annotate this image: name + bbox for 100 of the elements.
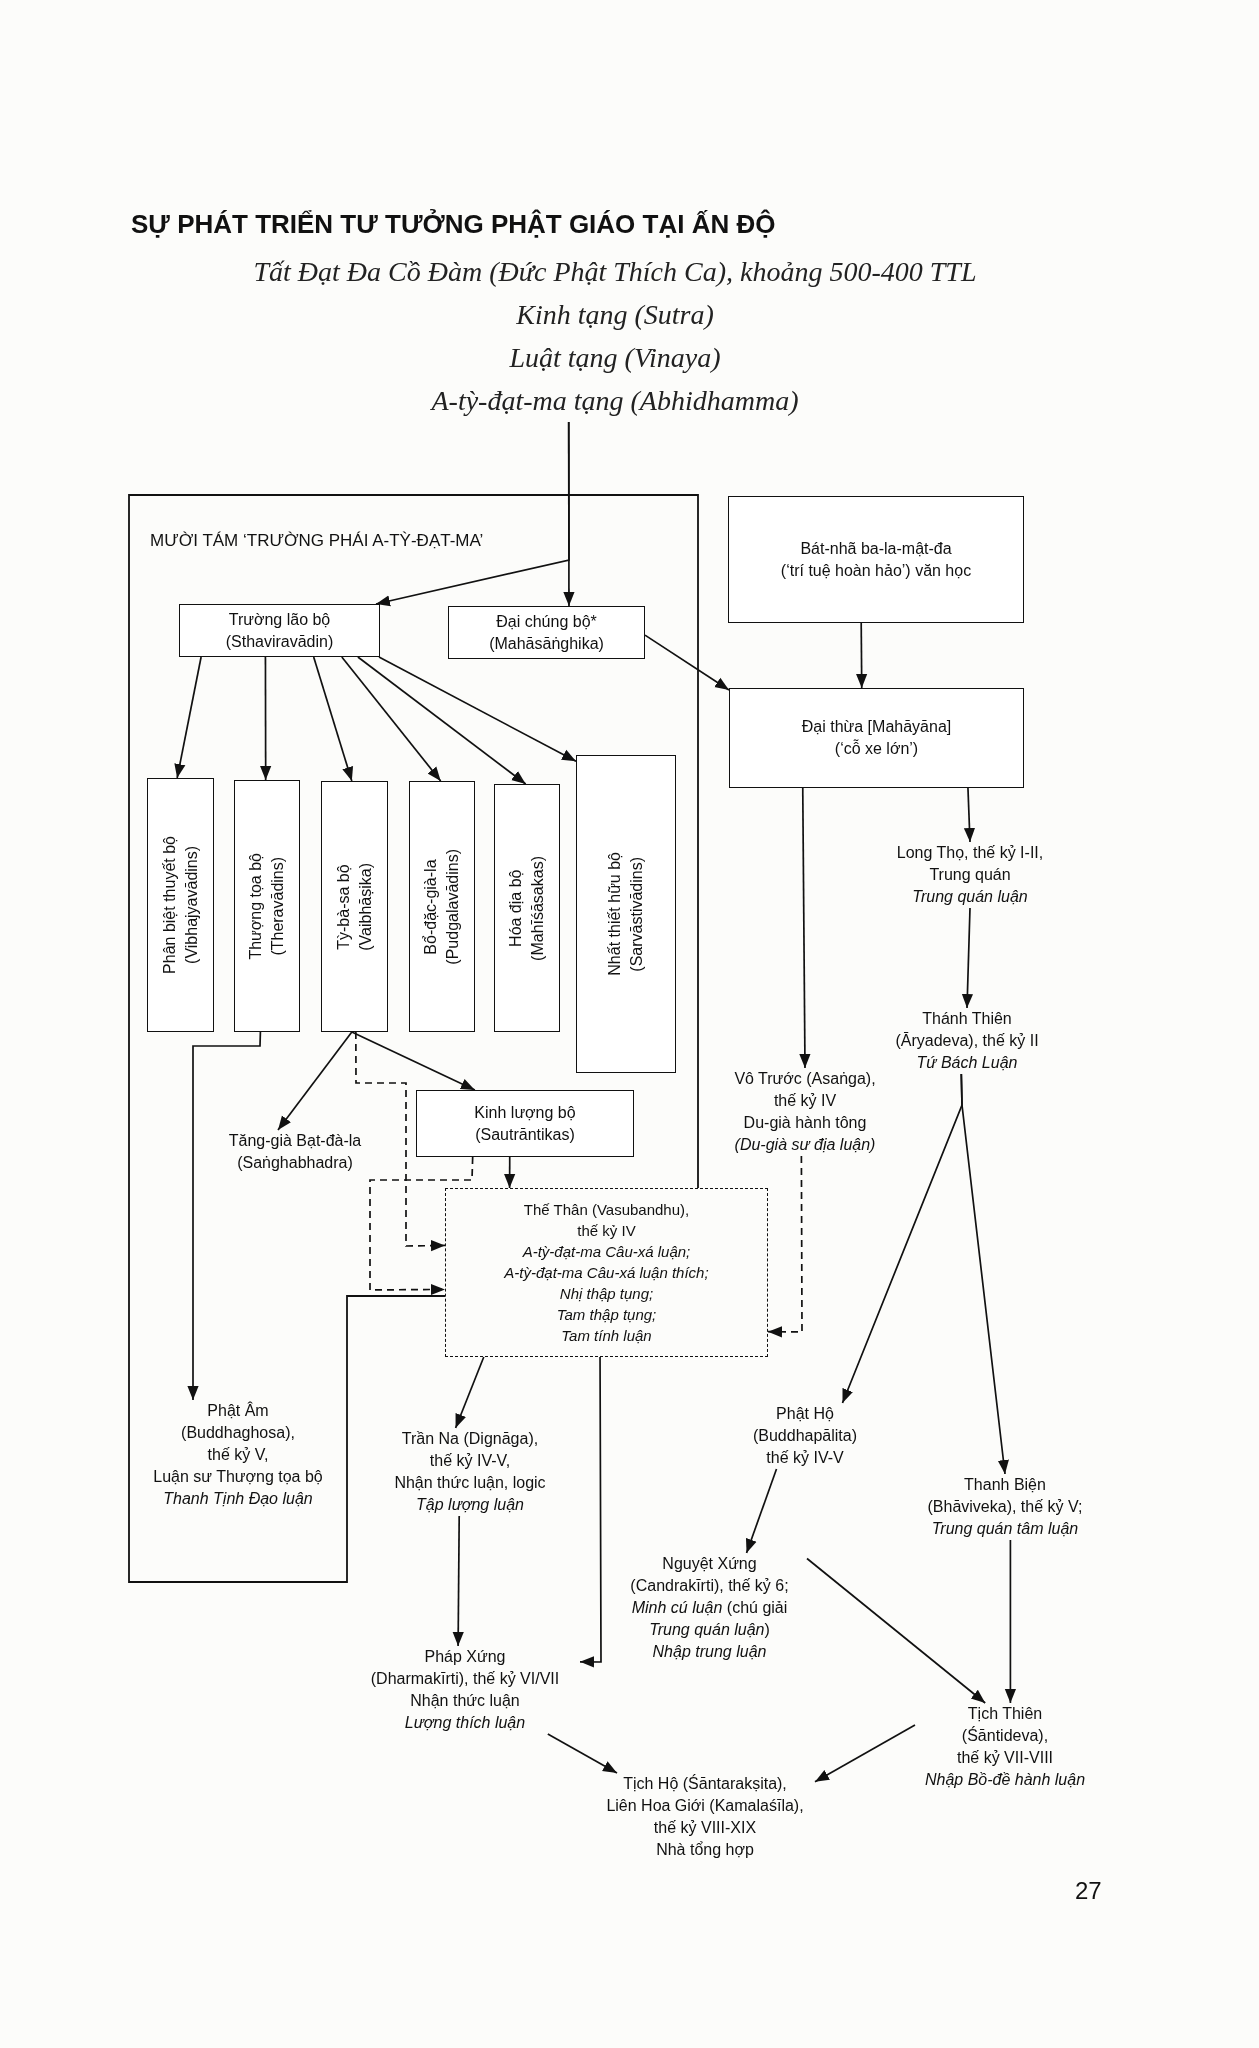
arrow [277, 1031, 353, 1131]
school-box [729, 688, 1024, 788]
arrow [745, 1468, 778, 1554]
node-text: (Saṅghabhadra) [237, 1153, 353, 1173]
box-text: (Sautrāntikas) [475, 1124, 575, 1145]
node-text: Tăng-già Bạt-đà-la [228, 1131, 362, 1151]
node-text: (Buddhaghosa), [181, 1423, 295, 1443]
node-text: Thanh Tịnh Đạo luận [163, 1489, 313, 1509]
arrow [960, 1073, 1009, 1475]
box-text: Đại thừa [Mahāyāna] [801, 717, 952, 737]
arrow [357, 656, 527, 785]
page-number: 27 [1075, 1876, 1102, 1906]
box-text: (Sarvāstivādins) [627, 856, 646, 972]
arrow [454, 1356, 485, 1429]
node-text: Trung quán luận [912, 887, 1028, 907]
box-text: Trường lão bộ [228, 609, 331, 630]
node-text: thế kỷ VII-VIII [957, 1748, 1053, 1768]
node-text: Minh cú luận (chú giải Trung quán luận) [630, 1598, 789, 1640]
node-text: (Candrakīrti), thế kỷ 6; [630, 1576, 789, 1596]
node-text: (Dharmakīrti), thế kỷ VI/VII [370, 1669, 560, 1689]
school-box [409, 781, 475, 1032]
box-text: Bát-nhã ba-la-mật-đa [800, 538, 952, 559]
arrow [1004, 1539, 1016, 1704]
box-text: thế kỷ IV [577, 1221, 636, 1241]
node-text: Nhận thức luận [410, 1691, 520, 1711]
node-text: Vô Trước (Asaṅga), [734, 1069, 876, 1089]
arrow [963, 787, 976, 843]
box-text: (Vaibhāṣika) [355, 862, 375, 951]
node-text: Tịch Hộ (Śāntarakṣita), [623, 1773, 787, 1794]
node-text: Nhận thức luận, logic [394, 1473, 546, 1493]
box-text: Tam thập tụng; [556, 1305, 657, 1325]
arrow [814, 1724, 916, 1783]
node-text: Nhập Bồ-đề hành luận [924, 1770, 1086, 1790]
box-text: Đại chúng bộ* [496, 611, 597, 632]
box-text: A-tỳ-đạt-ma Câu-xá luận; [522, 1242, 691, 1262]
dashed-arrow [369, 1156, 474, 1296]
node-text: (Śāntideva), [961, 1725, 1049, 1746]
node-text: Trần Na (Dignāga), [401, 1429, 539, 1449]
school-box [179, 604, 380, 657]
arrow [579, 1356, 602, 1668]
arrow [340, 656, 442, 782]
box-text: Phân biệt thuyết bộ [159, 836, 179, 974]
school-box [416, 1090, 634, 1157]
school-box [576, 755, 676, 1073]
node-text: (Buddhapālita) [752, 1426, 858, 1446]
school-box [234, 780, 300, 1032]
node-text: Luận sư Thượng tọa bộ [153, 1467, 323, 1487]
node-text: Long Thọ, thế kỷ I-II, [896, 843, 1044, 863]
box-text: (Vibhajyavādins) [181, 846, 201, 964]
box-text: Bổ-đặc-già-la [421, 858, 440, 955]
arrow [856, 622, 868, 689]
box-text: Thượng tọa bộ [246, 852, 265, 960]
node-text: Trung quán [929, 865, 1011, 885]
page-title: SỰ PHÁT TRIỂN TƯ TƯỞNG PHẬT GIÁO TẠI ẤN ĐỘ [131, 208, 776, 241]
heading-line: Kinh tạng (Sutra) [516, 298, 714, 332]
node-text: thế kỷ IV-V [766, 1448, 844, 1468]
box-text: (Pudgalavādins) [443, 848, 462, 965]
node-text: Nhà tổng hợp [656, 1840, 754, 1860]
dashed-arrow [355, 1031, 446, 1252]
arrow [961, 907, 973, 1009]
arrow [350, 1031, 476, 1091]
node-text: Nhập trung luận [652, 1642, 767, 1662]
arrow [187, 1031, 262, 1401]
dashed-arrow [767, 1155, 803, 1338]
school-box [728, 496, 1024, 623]
box-text: (‘cỗ xe lớn’) [834, 738, 919, 759]
arrow [806, 1557, 987, 1704]
box-text: Tỳ-bà-sa bộ [333, 863, 353, 950]
box-text: Kinh lượng bộ [474, 1102, 576, 1123]
arrow [452, 1515, 464, 1647]
box-text: (Theravādins) [268, 856, 287, 956]
box-text: (Mahāsāṅghika) [489, 633, 604, 654]
arrow [644, 634, 730, 691]
node-text: Thanh Biện [964, 1475, 1046, 1495]
box-text: Thế Thân (Vasubandhu), [523, 1200, 690, 1220]
box-text: Nhất thiết hữu bộ [605, 852, 624, 976]
node-text: thế kỷ IV-V, [429, 1451, 511, 1471]
arrow [546, 1733, 618, 1774]
node-text: Lượng thích luận [404, 1713, 526, 1733]
node-text: Liên Hoa Giới (Kamalaśīla), [606, 1796, 804, 1816]
node-text: Phật Âm [207, 1400, 269, 1421]
node-text: Phật Hộ [776, 1404, 834, 1424]
heading-line: Tất Đạt Đa Cồ Đàm (Đức Phật Thích Ca), khoảng 500-400 TTL [253, 255, 977, 289]
arrow [174, 656, 202, 779]
dashed-box [445, 1188, 768, 1357]
node-text: thế kỷ VIII-XIX [653, 1818, 757, 1838]
node-text: Pháp Xứng [424, 1647, 506, 1667]
arrow [312, 656, 354, 782]
school-box [321, 781, 388, 1032]
school-box [448, 606, 645, 659]
arrow [563, 421, 575, 607]
node-text: Tứ Bách Luận [916, 1053, 1018, 1073]
node-text: (Du-già sư địa luận) [734, 1135, 876, 1155]
arrow [799, 787, 811, 1069]
box-text: Tam tính luận [561, 1326, 652, 1346]
box-text: A-tỳ-đạt-ma Câu-xá luận thích; [504, 1263, 709, 1283]
node-text: Tập lượng luận [416, 1495, 524, 1515]
node-text: Trung quán tâm luận [931, 1519, 1079, 1539]
node-text: Nguyệt Xứng [662, 1554, 757, 1574]
node-text: Du-già hành tông [743, 1113, 867, 1133]
